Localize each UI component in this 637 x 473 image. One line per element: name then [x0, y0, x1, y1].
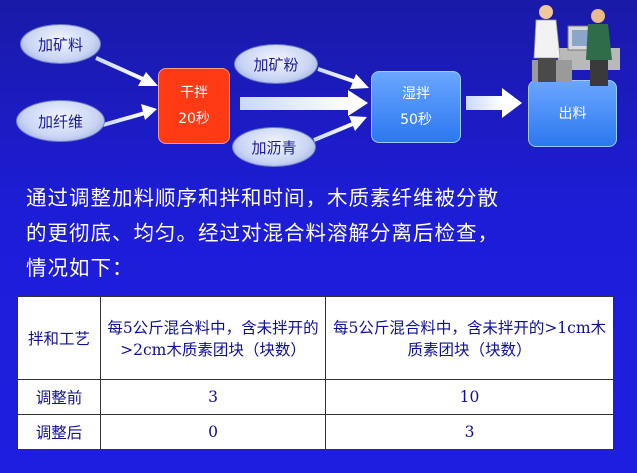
- input-fiber-label: 加纤维: [37, 112, 83, 131]
- arrow-powder-to-wetmix: [317, 67, 369, 89]
- wet-mix-box: 湿拌 50秒: [371, 71, 461, 143]
- arrow-wetmix-to-output: [466, 88, 522, 118]
- input-fiber-oval: 加纤维: [16, 100, 105, 142]
- flow-arrows: [95, 56, 522, 142]
- input-mineral-powder-label: 加矿粉: [253, 55, 299, 74]
- inspection-table: 拌和工艺 每5公斤混合料中，含未拌开的>2cm木质素团块（块数） 每5公斤混合料…: [17, 296, 614, 450]
- row-after-2cm: 0: [100, 414, 326, 450]
- arrow-mineral-to-drymix: [95, 56, 158, 86]
- header-process: 拌和工艺: [17, 296, 101, 380]
- wet-mix-name: 湿拌: [402, 86, 430, 102]
- input-mineral-oval: 加矿料: [20, 24, 101, 64]
- row-before-label: 调整前: [17, 379, 101, 415]
- output-label: 出料: [558, 105, 587, 122]
- input-asphalt-label: 加沥青: [251, 138, 297, 157]
- dry-mix-box: 干拌 20秒: [158, 68, 230, 144]
- table-header-row: 拌和工艺 每5公斤混合料中，含未拌开的>2cm木质素团块（块数） 每5公斤混合料…: [17, 296, 614, 380]
- dry-mix-time: 20秒: [178, 111, 210, 127]
- description-line-1: 通过调整加料顺序和拌和时间，木质素纤维被分散: [26, 186, 499, 210]
- description-line-3: 情况如下：: [26, 256, 134, 280]
- input-asphalt-oval: 加沥青: [232, 127, 316, 167]
- output-box: 出料: [528, 80, 617, 147]
- dry-mix-name: 干拌: [180, 85, 208, 101]
- row-after-label: 调整后: [17, 414, 101, 450]
- row-after-1cm: 3: [325, 414, 614, 450]
- table-row: 调整前 3 10: [17, 379, 614, 415]
- arrow-asphalt-to-wetmix: [313, 116, 367, 142]
- description-paragraph: 通过调整加料顺序和拌和时间，木质素纤维被分散 的更彻底、均匀。经过对混合料溶解分…: [26, 181, 616, 286]
- header-2cm-lumps: 每5公斤混合料中，含未拌开的>2cm木质素团块（块数）: [100, 296, 326, 380]
- wet-mix-time: 50秒: [400, 112, 432, 128]
- description-line-2: 的更彻底、均匀。经过对混合料溶解分离后检查，: [26, 221, 499, 245]
- table-row: 调整后 0 3: [17, 414, 614, 450]
- header-1cm-lumps: 每5公斤混合料中，含未拌开的>1cm木质素团块（块数）: [325, 296, 614, 380]
- row-before-2cm: 3: [100, 379, 326, 415]
- arrow-fiber-to-drymix: [102, 104, 157, 127]
- workers-clipart-icon: [532, 5, 620, 86]
- arrow-drymix-to-wetmix: [240, 90, 368, 116]
- row-before-1cm: 10: [325, 379, 614, 415]
- input-mineral-label: 加矿料: [37, 35, 83, 54]
- input-mineral-powder-oval: 加矿粉: [234, 44, 318, 84]
